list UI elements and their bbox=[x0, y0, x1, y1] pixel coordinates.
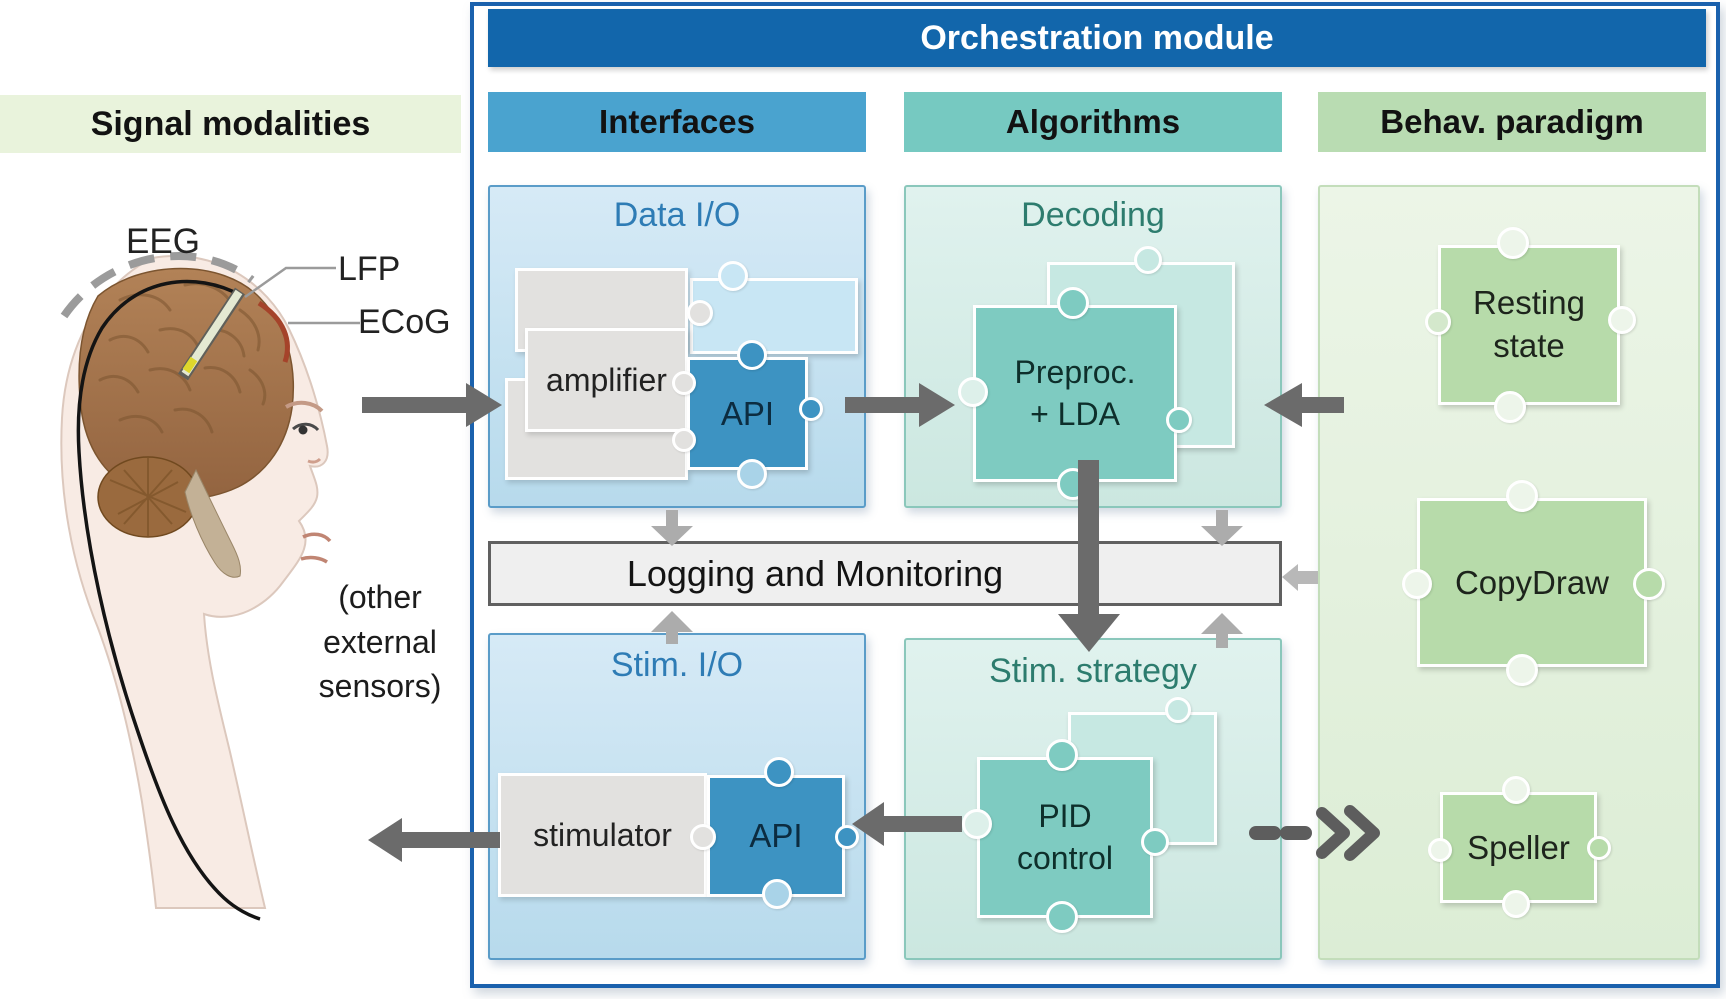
behav-paradigm-label: Behav. paradigm bbox=[1380, 103, 1644, 140]
brain-gyri-lines bbox=[98, 282, 267, 434]
column-header-algorithms: Algorithms bbox=[904, 92, 1282, 152]
puzzle-tab bbox=[687, 300, 713, 326]
speller-label: Speller bbox=[1467, 828, 1570, 866]
puzzle-tab bbox=[1608, 306, 1636, 334]
puzzle-tab bbox=[1165, 697, 1191, 723]
api-label: API bbox=[720, 394, 775, 432]
pid-control-label: PID control bbox=[1016, 797, 1114, 876]
brainstem bbox=[184, 468, 241, 578]
puzzle-tab bbox=[1425, 309, 1451, 335]
eye bbox=[292, 422, 320, 432]
puzzle-tab bbox=[718, 261, 748, 291]
puzzle-tab bbox=[1506, 654, 1538, 686]
puzzle-tab bbox=[672, 428, 696, 452]
lips bbox=[300, 532, 332, 564]
orchestration-title-bar: Orchestration module bbox=[488, 9, 1706, 67]
puzzle-tab bbox=[835, 825, 859, 849]
eeg-dashed-arc bbox=[60, 252, 255, 319]
puzzle-tab bbox=[1402, 569, 1432, 599]
stimulator-label: stimulator bbox=[533, 816, 672, 853]
data-io-backing-puzzle-piece bbox=[690, 278, 858, 354]
logging-monitoring-bar: Logging and Monitoring bbox=[488, 541, 1282, 606]
other-sensors-label: (other external sensors) bbox=[318, 578, 442, 705]
api-label: API bbox=[749, 817, 803, 854]
puzzle-tab bbox=[672, 371, 696, 395]
puzzle-tab bbox=[1046, 901, 1078, 933]
orchestration-title: Orchestration module bbox=[920, 18, 1274, 57]
eyebrow bbox=[284, 400, 324, 413]
puzzle-tab bbox=[1166, 407, 1192, 433]
algorithms-label: Algorithms bbox=[1005, 103, 1181, 140]
puzzle-tab bbox=[1428, 838, 1452, 862]
lfp-pointer-line bbox=[244, 266, 336, 299]
ecog-arc bbox=[257, 300, 290, 363]
puzzle-tab bbox=[690, 824, 716, 850]
amplifier-label: amplifier bbox=[546, 361, 667, 398]
puzzle-tab bbox=[1494, 391, 1526, 423]
sensor-cable bbox=[76, 279, 261, 921]
data-io-api-puzzle-piece: API bbox=[687, 357, 808, 470]
puzzle-tab bbox=[1633, 568, 1665, 600]
copydraw-puzzle-piece: CopyDraw bbox=[1417, 498, 1647, 667]
column-header-behav-paradigm: Behav. paradigm bbox=[1318, 92, 1706, 152]
eeg-label: EEG bbox=[126, 222, 200, 261]
puzzle-tab bbox=[958, 377, 988, 407]
puzzle-tab bbox=[737, 459, 767, 489]
data-io-title: Data I/O bbox=[613, 196, 741, 234]
lfp-electrode-tip bbox=[182, 356, 198, 374]
stim-io-title: Stim. I/O bbox=[610, 646, 744, 684]
preproc-lda-label: Preproc. + LDA bbox=[1014, 353, 1136, 432]
signal-modalities-header: Signal modalities bbox=[0, 95, 461, 153]
cerebellum-lines bbox=[109, 458, 187, 536]
puzzle-tab bbox=[1497, 227, 1529, 259]
lfp-label: LFP bbox=[338, 250, 401, 288]
puzzle-tab bbox=[1134, 246, 1162, 274]
puzzle-tab bbox=[1057, 468, 1089, 500]
ecog-label: ECoG bbox=[358, 303, 451, 341]
puzzle-tab bbox=[737, 340, 767, 370]
decoding-title: Decoding bbox=[1021, 196, 1165, 234]
puzzle-tab bbox=[1046, 739, 1078, 771]
head-illustration bbox=[60, 252, 360, 921]
puzzle-tab bbox=[762, 879, 792, 909]
copydraw-label: CopyDraw bbox=[1454, 563, 1610, 601]
puzzle-tab bbox=[764, 757, 794, 787]
puzzle-tab bbox=[1502, 776, 1530, 804]
puzzle-tab bbox=[1506, 480, 1538, 512]
puzzle-tab bbox=[962, 809, 992, 839]
logging-monitoring-label: Logging and Monitoring bbox=[626, 552, 1004, 594]
preproc-lda-puzzle-piece: Preproc. + LDA bbox=[973, 305, 1177, 482]
interfaces-label: Interfaces bbox=[599, 103, 755, 140]
stim-strategy-title: Stim. strategy bbox=[989, 652, 1197, 690]
resting-state-label: Resting state bbox=[1473, 284, 1585, 364]
puzzle-tab bbox=[799, 397, 823, 421]
amplifier-module: amplifier bbox=[525, 328, 688, 432]
puzzle-tab bbox=[1141, 828, 1169, 856]
column-header-interfaces: Interfaces bbox=[488, 92, 866, 152]
resting-state-puzzle-piece: Resting state bbox=[1438, 245, 1620, 405]
pid-control-puzzle-piece: PID control bbox=[977, 757, 1153, 918]
speller-puzzle-piece: Speller bbox=[1440, 792, 1597, 903]
puzzle-tab bbox=[1057, 287, 1089, 319]
puzzle-tab bbox=[1587, 836, 1611, 860]
pupil bbox=[298, 425, 308, 435]
signal-modalities-title: Signal modalities bbox=[90, 104, 371, 143]
puzzle-tab bbox=[1502, 890, 1530, 918]
stimulator-module: stimulator bbox=[498, 773, 707, 897]
nostril bbox=[307, 457, 322, 464]
